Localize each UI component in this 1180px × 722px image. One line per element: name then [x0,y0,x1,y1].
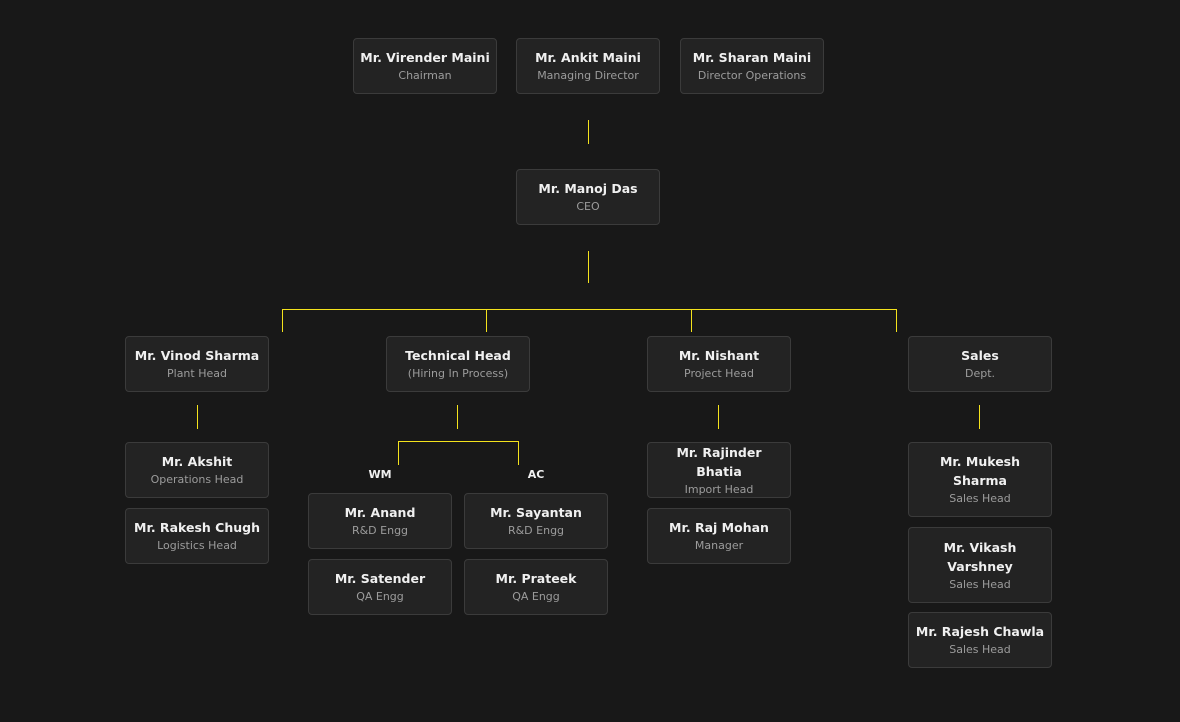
card-role: Logistics Head [157,539,237,552]
card-name: Mr. Raj Mohan [669,520,769,535]
card-name: Mr. Manoj Das [538,181,638,196]
connector-to-sales [896,309,897,332]
board-card-director-operations[interactable]: Mr. Sharan Maini Director Operations [680,38,824,94]
card-name: Mr. Sayantan [490,505,582,520]
card-name: Mr. Satender [334,571,426,586]
member-card[interactable]: Mr. Sayantan R&D Engg [464,493,608,549]
card-role: CEO [576,200,600,213]
card-name: Mr. Vinod Sharma [134,348,260,363]
connector-board-to-ceo [588,120,589,144]
card-role: (Hiring In Process) [407,367,509,380]
connector-sales-team [979,405,980,429]
card-role: Manager [694,539,744,552]
member-card[interactable]: Mr. Prateek QA Engg [464,559,608,615]
card-role: R&D Engg [507,524,565,537]
member-card[interactable]: Mr. Raj Mohan Manager [647,508,791,564]
member-card[interactable]: Mr. Vikash Varshney Sales Head [908,527,1052,603]
card-name: Mr. Prateek [495,571,577,586]
board-card-chairman[interactable]: Mr. Virender Maini Chairman [353,38,497,94]
dept-card-sales[interactable]: Sales Dept. [908,336,1052,392]
card-role: Chairman [398,69,452,82]
connector-department-bus [282,309,897,310]
connector-technical-team [457,405,458,429]
card-name: Technical Head [405,348,511,363]
member-card[interactable]: Mr. Rajinder Bhatia Import Head [647,442,791,498]
card-role: QA Engg [356,590,404,603]
card-name: Sales [961,348,999,363]
card-name: Mr. Sharan Maini [692,50,812,65]
card-role: Sales Head [949,643,1011,656]
card-name: Mr. Rajinder Bhatia [676,444,762,479]
dept-card-plant-head[interactable]: Mr. Vinod Sharma Plant Head [125,336,269,392]
card-name: Mr. Ankit Maini [535,50,641,65]
member-card[interactable]: Mr. Mukesh Sharma Sales Head [908,442,1052,517]
member-card[interactable]: Mr. Akshit Operations Head [125,442,269,498]
connector-plant-team [197,405,198,429]
member-card[interactable]: Mr. Rakesh Chugh Logistics Head [125,508,269,564]
card-role: Managing Director [537,69,639,82]
board-card-managing-director[interactable]: Mr. Ankit Maini Managing Director [516,38,660,94]
connector-to-project-head [691,309,692,332]
connector-to-plant-head [282,309,283,332]
card-name: Mr. Vikash Varshney [943,539,1017,574]
dept-card-project-head[interactable]: Mr. Nishant Project Head [647,336,791,392]
connector-to-technical-head [486,309,487,332]
connector-project-team [718,405,719,429]
card-role: Project Head [684,367,754,380]
card-name: Mr. Rakesh Chugh [134,520,260,535]
card-name: Mr. Akshit [161,454,233,469]
card-name: Mr. Virender Maini [360,50,490,65]
connector-to-ac [518,441,519,465]
card-role: Plant Head [167,367,227,380]
connector-technical-split [398,441,519,442]
card-role: Import Head [684,482,754,496]
member-card[interactable]: Mr. Satender QA Engg [308,559,452,615]
card-name: Mr. Mukesh Sharma [939,454,1021,488]
card-role: Operations Head [150,473,244,486]
connector-to-wm [398,441,399,465]
card-role: R&D Engg [351,524,409,537]
card-role: QA Engg [512,590,560,603]
card-name: Mr. Rajesh Chawla [915,624,1045,639]
card-role: Sales Head [949,577,1011,591]
card-role: Sales Head [949,492,1011,505]
dept-card-technical-head[interactable]: Technical Head (Hiring In Process) [386,336,530,392]
group-label-ac: AC [527,468,545,481]
connector-ceo-down [588,251,589,283]
member-card[interactable]: Mr. Rajesh Chawla Sales Head [908,612,1052,668]
member-card[interactable]: Mr. Anand R&D Engg [308,493,452,549]
card-name: Mr. Anand [344,505,416,520]
ceo-card[interactable]: Mr. Manoj Das CEO [516,169,660,225]
card-role: Dept. [964,367,996,380]
card-name: Mr. Nishant [678,348,760,363]
card-role: Director Operations [697,69,807,82]
group-label-wm: WM [368,468,392,481]
